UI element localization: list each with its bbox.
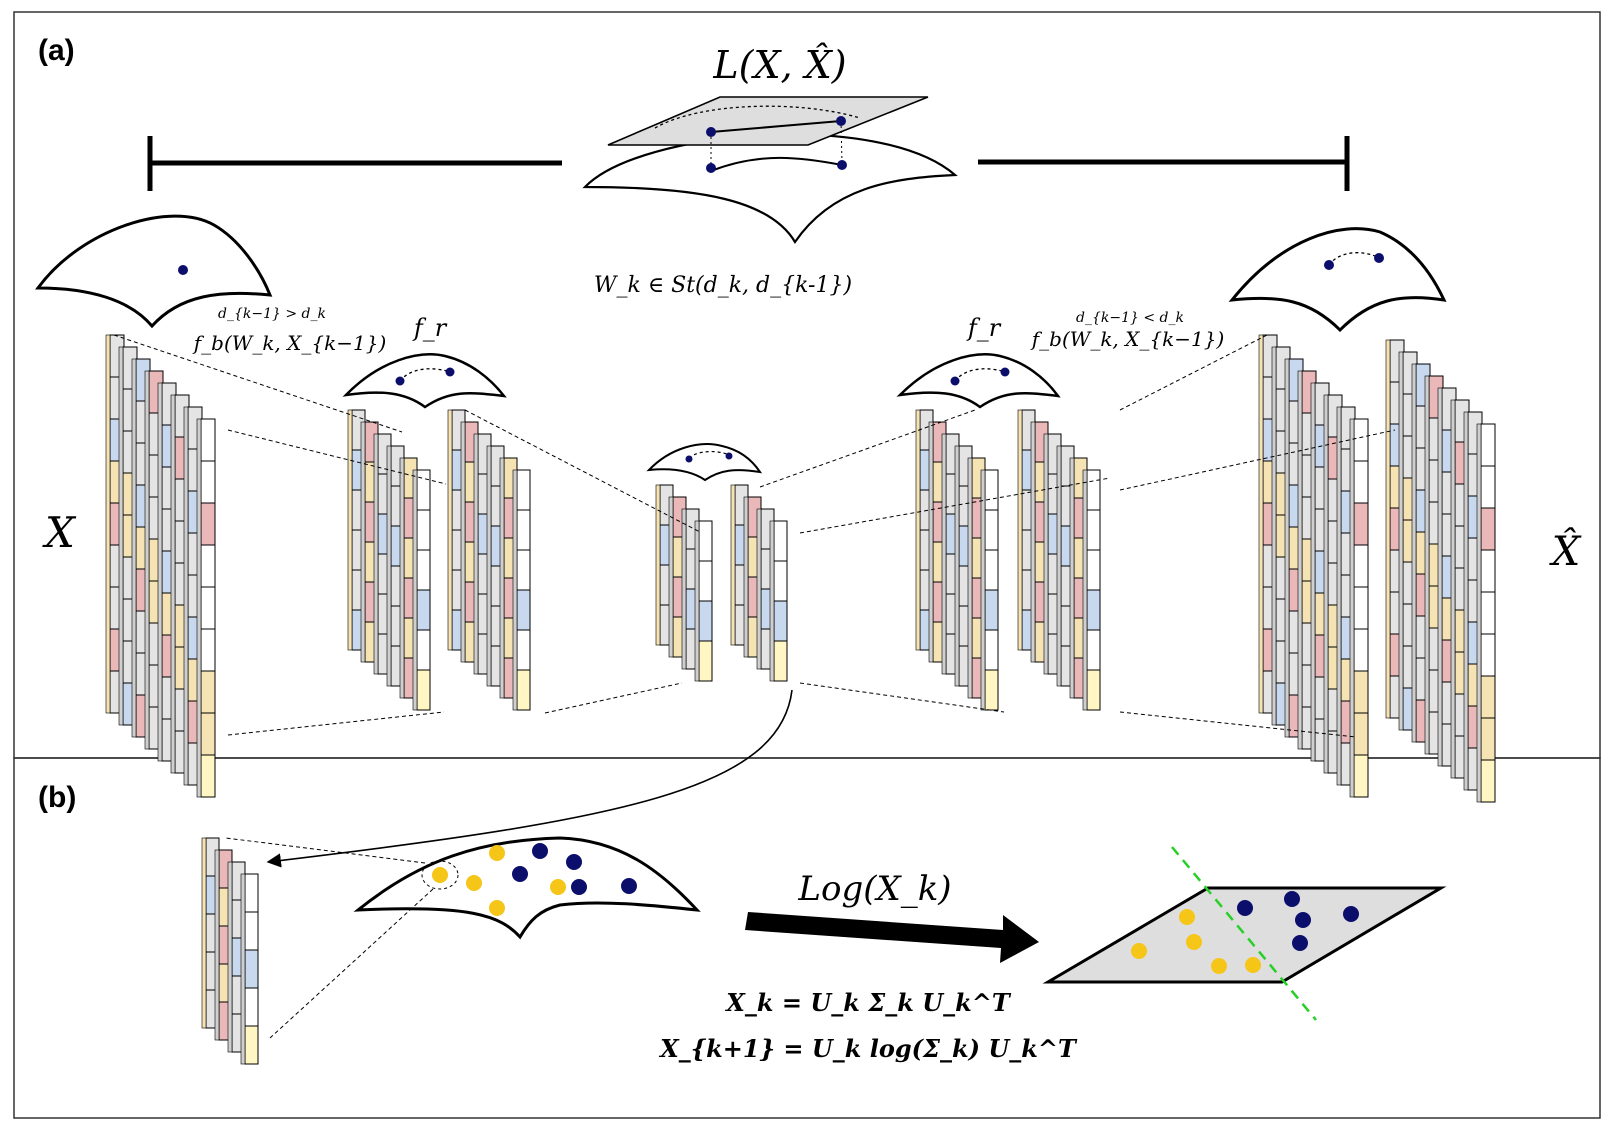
matrix-stacks: [105, 334, 1496, 1065]
fr-manifold-left: [342, 353, 507, 409]
input-label: X: [42, 508, 77, 557]
equation-eigen: X_k = U_k Σ_k U_k^T: [724, 988, 1012, 1017]
enc-fb-label: f_b(W_k, X_{k−1}): [192, 331, 387, 355]
fr-left-label: f_r: [412, 314, 448, 342]
panel-b-frame: [13, 757, 1601, 1119]
matrix-bottleneck-b: [730, 484, 788, 682]
tangent-space-plane: [1042, 886, 1447, 984]
manifold-points: [432, 843, 637, 916]
dec-condition-label: d_{k−1} < d_k: [1076, 310, 1184, 326]
log-map-arrow: [745, 912, 1039, 963]
equation-log: X_{k+1} = U_k log(Σ_k) U_k^T: [658, 1034, 1078, 1063]
matrix-bottleneck-a: [655, 484, 713, 682]
range-bracket: [147, 136, 1350, 191]
matrix-enc-1a: [347, 409, 431, 711]
fr-manifold-right: [896, 353, 1061, 409]
tangent-plane: [607, 96, 929, 146]
output-label: X̂: [1549, 529, 1582, 575]
bottleneck-manifold: [646, 443, 763, 482]
loss-manifold: [582, 96, 958, 245]
dec-fb-label: f_b(W_k, X_{k−1}): [1030, 327, 1225, 351]
matrix-enc-1b: [447, 409, 531, 711]
decision-boundary: [1171, 846, 1317, 1021]
enc-condition-label: d_{k−1} > d_k: [218, 306, 326, 322]
panel-b-label: (b): [38, 781, 76, 814]
panel-a-label: (a): [38, 34, 75, 67]
matrix-dec-1b: [1017, 409, 1101, 711]
fr-right-label: f_r: [966, 314, 1002, 342]
projection-lines: [113, 334, 1396, 738]
matrix-input: [105, 334, 216, 798]
zoom-arrow: [266, 689, 793, 868]
stiefel-label: W_k ∈ St(d_k, d_{k-1}): [594, 273, 852, 298]
sample-manifold: [353, 836, 701, 940]
plane-points: [1131, 891, 1359, 974]
output-manifold: [1228, 227, 1447, 333]
matrix-dec-1a: [915, 409, 999, 711]
input-manifold: [35, 214, 273, 329]
loss-label: L(X, X̂): [712, 43, 846, 87]
log-label: Log(X_k): [797, 869, 951, 909]
matrix-output-b: [1385, 339, 1496, 803]
matrix-sample: [201, 837, 259, 1065]
selected-sample-ring: [421, 860, 459, 890]
matrix-output-a: [1258, 334, 1369, 798]
